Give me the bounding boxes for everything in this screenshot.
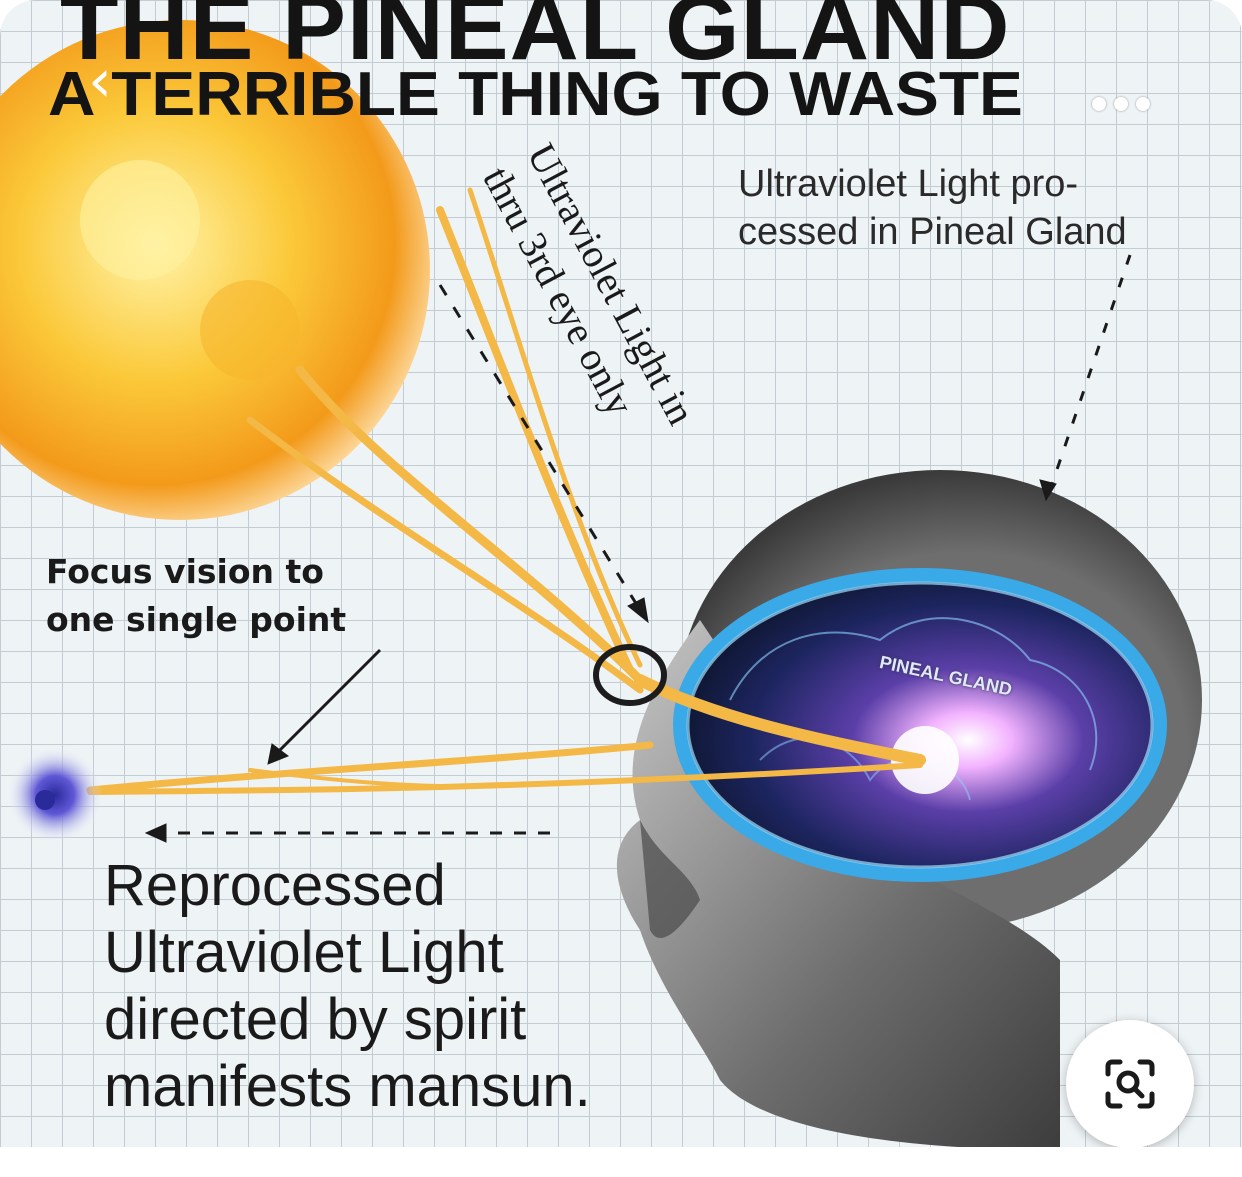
bottom-strip — [0, 1147, 1242, 1177]
focus-line: Focus vision to — [46, 548, 346, 596]
uv-processed-line: cessed in Pineal Gland — [738, 208, 1127, 256]
uv-processed-line: Ultraviolet Light pro- — [738, 160, 1127, 208]
reprocessed-line: directed by spirit — [104, 986, 591, 1053]
reprocessed-label: Reprocessed Ultraviolet Light directed b… — [104, 852, 591, 1120]
more-dots-icon[interactable] — [1092, 92, 1158, 116]
dot — [1136, 97, 1150, 111]
visual-search-icon — [1102, 1056, 1158, 1112]
reprocessed-line: Ultraviolet Light — [104, 919, 591, 986]
page-subtitle: A TERRIBLE THING TO WASTE — [48, 64, 1023, 126]
dot — [1092, 97, 1106, 111]
focus-point — [7, 747, 103, 843]
reprocessed-line: Reprocessed — [104, 852, 591, 919]
focus-line: one single point — [46, 596, 346, 644]
visual-search-button[interactable] — [1066, 1020, 1194, 1148]
uv-processed-label: Ultraviolet Light pro- cessed in Pineal … — [738, 160, 1127, 256]
chevron-left-icon[interactable]: ‹ — [80, 56, 120, 106]
reprocessed-line: manifests mansun. — [104, 1053, 591, 1120]
dot — [1114, 97, 1128, 111]
focus-label: Focus vision to one single point — [46, 548, 346, 644]
